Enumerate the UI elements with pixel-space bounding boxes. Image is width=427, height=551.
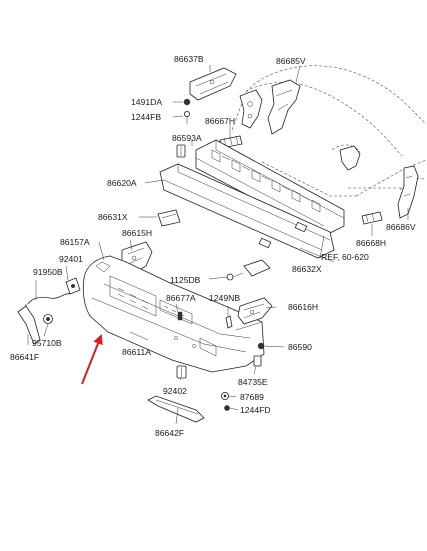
label-1244FB: 1244FB [131, 112, 161, 122]
part-86686V [339, 145, 419, 219]
label-86686V: 86686V [386, 222, 416, 232]
part-86632X [195, 139, 345, 237]
label-86615H: 86615H [122, 228, 152, 238]
label-92401: 92401 [59, 254, 83, 264]
part-1244FB [183, 111, 190, 124]
part-1125DB [226, 272, 244, 281]
part-92402 [176, 365, 187, 379]
leader-lines [27, 65, 409, 425]
part-86642F [147, 395, 205, 423]
part-92401 [65, 277, 81, 295]
label-86611A: 86611A [122, 347, 151, 357]
label-86641F: 86641F [10, 352, 39, 362]
label-86620A: 86620A [107, 178, 137, 188]
label-1249NB: 1249NB [209, 293, 240, 303]
part-1249NB [225, 315, 233, 329]
part-1244FD [224, 405, 230, 411]
label-ref: REF, 60-620 [321, 252, 369, 262]
label-86667H: 86667H [205, 116, 235, 126]
part-84735E [253, 355, 262, 367]
label-86157A: 86157A [60, 237, 90, 247]
label-86637B: 86637B [174, 54, 204, 64]
label-86593A: 86593A [172, 133, 202, 143]
label-95710B: 95710B [32, 338, 62, 348]
part-86668H [361, 211, 383, 225]
label-1125DB: 1125DB [170, 275, 201, 285]
label-86677A: 86677A [166, 293, 196, 303]
part-86620A [159, 163, 335, 259]
part-1491DA [183, 98, 191, 106]
part-center-bracket [243, 259, 271, 277]
label-1244FD: 1244FD [240, 405, 271, 415]
label-92402: 92402 [163, 386, 187, 396]
label-84735E: 84735E [238, 377, 268, 387]
part-87689 [220, 391, 229, 400]
part-86616H [237, 297, 273, 325]
label-86616H: 86616H [288, 302, 318, 312]
label-87689: 87689 [240, 392, 264, 402]
part-86677A [177, 311, 183, 321]
label-86631X: 86631X [98, 212, 128, 222]
part-86593A [176, 144, 186, 158]
label-91950B: 91950B [33, 267, 63, 277]
label-86668H: 86668H [356, 238, 386, 248]
part-86685V [239, 79, 301, 135]
part-86637B [189, 67, 237, 101]
red-arrow [81, 334, 103, 385]
label-1491DA: 1491DA [131, 97, 162, 107]
label-86642F: 86642F [155, 428, 184, 438]
part-86611A [82, 255, 265, 373]
part-86641F [17, 305, 41, 345]
label-86590: 86590 [288, 342, 312, 352]
label-86685V: 86685V [276, 56, 306, 66]
part-86631X [157, 209, 181, 227]
part-95710B [43, 314, 53, 324]
part-86590 [257, 342, 265, 350]
label-86632X: 86632X [292, 264, 322, 274]
